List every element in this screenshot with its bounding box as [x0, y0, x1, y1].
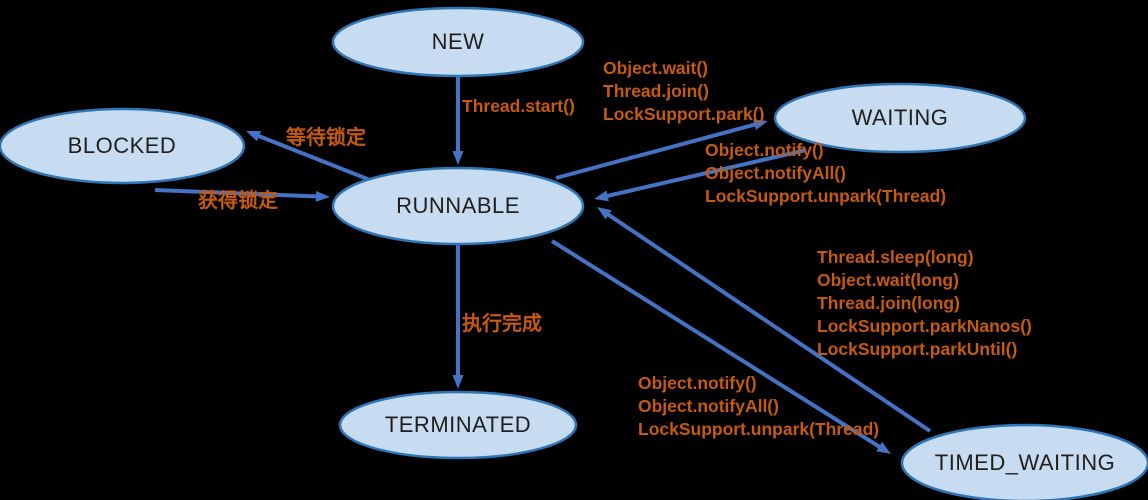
- edge-runnable-to-blocked-arrowhead: [246, 131, 262, 142]
- edge-blocked-to-runnable-arrowhead: [315, 190, 330, 202]
- edge-waiting-to-runnable-arrowhead: [594, 190, 609, 202]
- edge-runnable-to-waiting-line: [555, 121, 758, 180]
- edge-timed-waiting-to-runnable-arrowhead: [597, 207, 612, 220]
- edge-runnable-to-timed-waiting-line: [550, 239, 883, 450]
- edge-new-to-runnable-arrowhead: [452, 151, 464, 165]
- edge-runnable-to-blocked-line: [255, 133, 371, 182]
- state-node-new: [331, 6, 585, 78]
- state-node-terminated: [338, 390, 578, 460]
- edge-timed-waiting-to-runnable-line: [605, 211, 932, 433]
- state-node-timed-waiting: [900, 423, 1148, 500]
- state-node-waiting: [773, 82, 1027, 154]
- edge-blocked-to-runnable-line: [154, 188, 320, 199]
- edge-runnable-to-waiting-arrowhead: [753, 119, 768, 130]
- edge-waiting-to-runnable-line: [604, 148, 807, 199]
- state-node-runnable: [331, 166, 585, 246]
- edge-runnable-to-timed-waiting-arrowhead: [876, 441, 891, 454]
- state-node-blocked: [0, 107, 246, 185]
- edge-runnable-to-terminated-arrowhead: [452, 375, 464, 389]
